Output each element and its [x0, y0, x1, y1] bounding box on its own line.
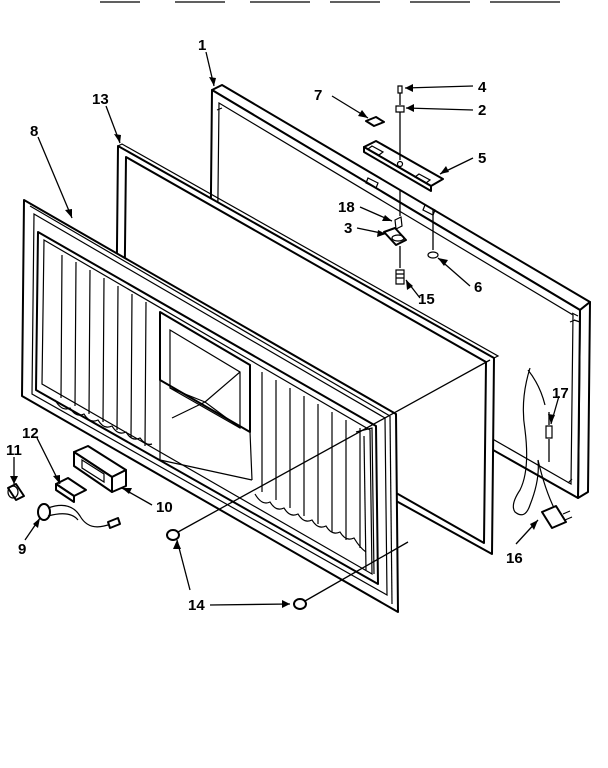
- callout-8: 8: [30, 123, 38, 140]
- callout-7: 7: [314, 87, 322, 104]
- hinge-bracket: [363, 140, 444, 192]
- callout-5: 5: [478, 150, 486, 167]
- callout-6: 6: [474, 279, 482, 296]
- power-cord: [512, 367, 573, 529]
- callout-10: 10: [156, 499, 173, 516]
- callout-9: 9: [18, 541, 26, 558]
- callout-14: 14: [188, 597, 205, 614]
- shim: [365, 116, 385, 127]
- callout-2: 2: [478, 102, 486, 119]
- light-housing: [73, 445, 127, 493]
- screws-top: [395, 85, 405, 160]
- callout-17: 17: [552, 385, 569, 402]
- callout-4: 4: [478, 79, 487, 96]
- door-stops: [166, 359, 491, 610]
- callout-1: 1: [198, 37, 206, 54]
- callout-18: 18: [338, 199, 355, 216]
- inner-door-liner: [21, 199, 399, 613]
- leader-lines: [10, 51, 560, 608]
- callout-16: 16: [506, 550, 523, 567]
- lamp-socket: [37, 503, 121, 529]
- light-bulb: [7, 483, 25, 501]
- callout-11: 11: [6, 442, 22, 459]
- callout-15: 15: [418, 291, 435, 308]
- callout-12: 12: [22, 425, 39, 442]
- callout-3: 3: [344, 220, 352, 237]
- callout-13: 13: [92, 91, 109, 108]
- callout-labels: 1 2 3 4 5 6 7 8 9 10 11 12 13 14 15 16 1…: [6, 37, 569, 614]
- hinge-hardware: [383, 190, 439, 285]
- socket-bracket: [55, 477, 87, 503]
